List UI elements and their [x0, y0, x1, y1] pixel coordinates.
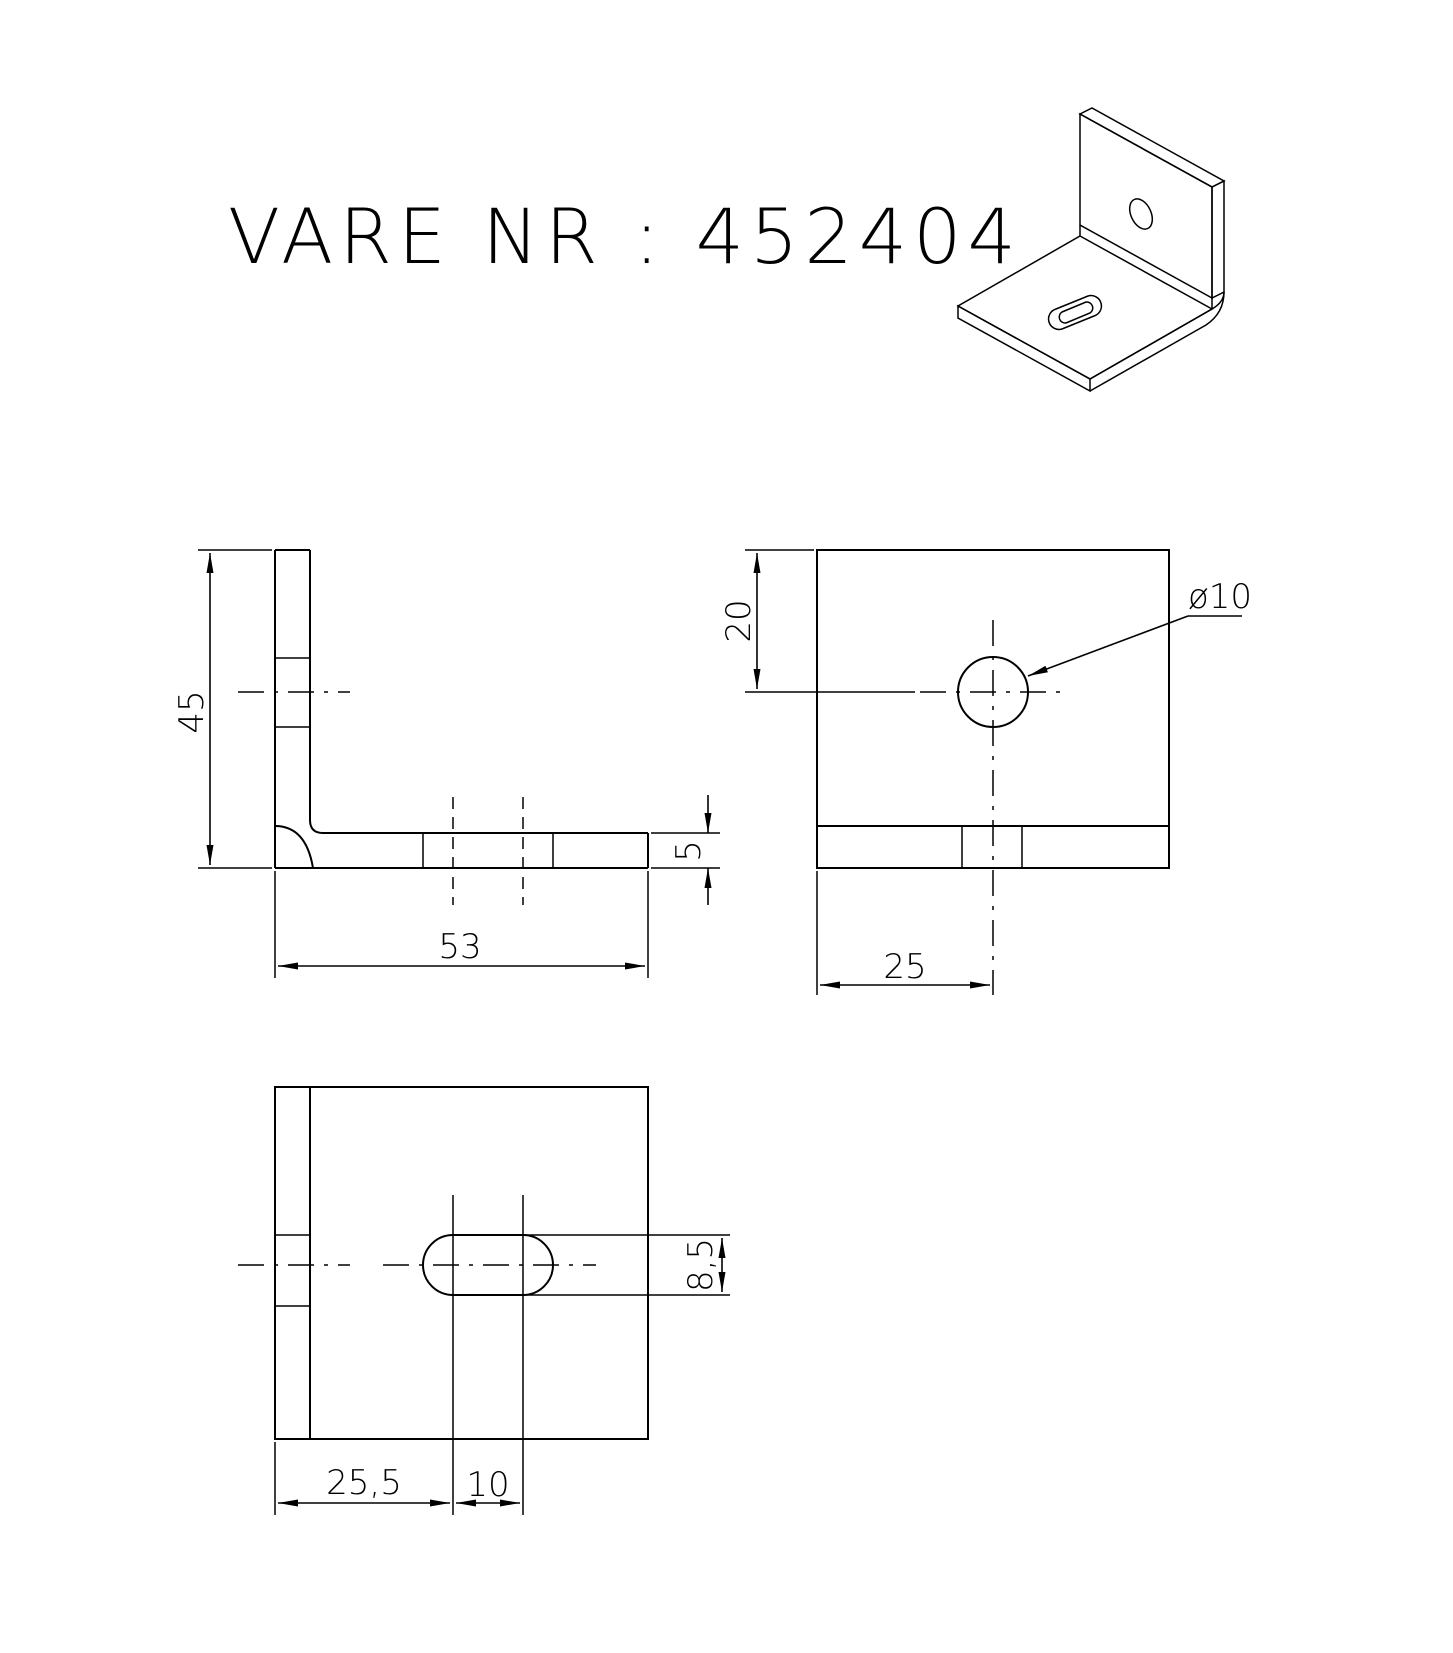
- isometric-view: [956, 107, 1226, 393]
- dim-label-10: 10: [466, 1465, 509, 1505]
- dimension-hole-side: 25: [816, 871, 990, 995]
- top-view: [238, 1086, 649, 1515]
- dimension-slot-width: 8,5: [523, 1234, 730, 1296]
- dim-label-8-5: 8,5: [681, 1238, 721, 1292]
- drawing-title: VARE NR : 452404: [228, 192, 1022, 281]
- dimension-hole-diameter: ø10: [1027, 577, 1252, 677]
- dim-label-5: 5: [669, 840, 709, 862]
- dimension-slot-position: 25,5 10: [274, 1442, 520, 1515]
- dim-label-25-5: 25,5: [326, 1463, 402, 1503]
- side-view: [238, 549, 649, 905]
- dimension-length: 53: [274, 871, 649, 978]
- dim-label-diameter: ø10: [1188, 577, 1252, 617]
- dim-label-53: 53: [438, 927, 481, 967]
- dim-label-45: 45: [172, 690, 212, 733]
- dimension-thickness: 5: [651, 795, 720, 905]
- front-view: [816, 549, 1170, 995]
- dim-label-25: 25: [883, 947, 926, 987]
- dim-label-20: 20: [719, 599, 759, 642]
- dimension-hole-top: 20: [719, 549, 915, 693]
- dimension-height: 45: [172, 549, 272, 869]
